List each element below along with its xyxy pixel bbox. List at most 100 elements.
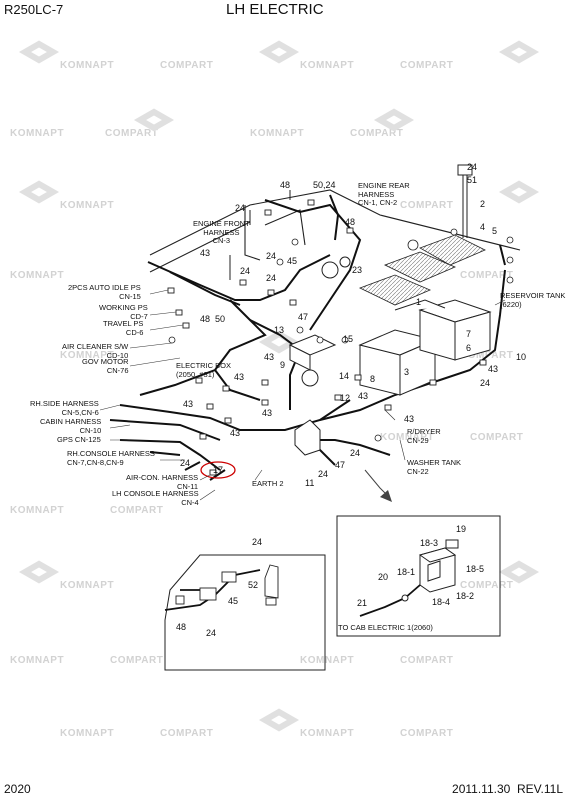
electric-box-assembly <box>288 256 351 456</box>
part-number: 5 <box>492 226 498 236</box>
part-number: 7 <box>466 329 472 339</box>
right-detail-parts <box>418 539 459 593</box>
part-number: 11 <box>305 478 315 488</box>
detail-arrow-head <box>380 490 392 502</box>
part-number: 10 <box>516 352 527 362</box>
part-number: 48 <box>176 622 187 632</box>
part-number: 6 <box>466 343 472 353</box>
part-number: 43 <box>488 364 499 374</box>
watermark-text: COMPART <box>105 128 159 139</box>
part-number: 24 <box>235 203 246 213</box>
watermark-text: KOMNAPT <box>250 128 305 139</box>
part-number: 19 <box>456 524 467 534</box>
watermark-text: COMPART <box>110 505 164 516</box>
watermark-text: COMPART <box>460 270 514 281</box>
part-number: 15 <box>343 334 354 344</box>
part-number: 52 <box>248 580 259 590</box>
part-number: 43 <box>200 248 211 258</box>
watermark-text: COMPART <box>460 350 514 361</box>
detail-cable <box>359 584 421 617</box>
rh-side-harness-label: RH.SIDE HARNESS CN-5,CN-6 <box>30 399 99 417</box>
part-number: 24 <box>180 458 191 468</box>
part-number: 43 <box>183 399 194 409</box>
watermark-text: COMPART <box>160 60 214 71</box>
watermark-text: KOMNAPT <box>380 432 435 443</box>
watermark-text: KOMNAPT <box>60 350 115 361</box>
screw-marks <box>168 228 514 442</box>
watermark-hexagons <box>18 40 540 732</box>
part-number: 47 <box>298 312 309 322</box>
gov-motor-label: GOV MOTOR CN-76 <box>82 357 129 375</box>
watermark-text: KOMNAPT <box>60 728 115 739</box>
part-number: 43 <box>230 428 241 438</box>
part-number: 43 <box>262 408 273 418</box>
watermark-text: COMPART <box>110 655 164 666</box>
part-number: 8 <box>370 374 376 384</box>
part-number: 24 <box>206 628 217 638</box>
part-number: 43 <box>264 352 275 362</box>
watermark-text: KOMNAPT <box>10 270 65 281</box>
part-number: 20 <box>378 572 389 582</box>
part-number: 18-4 <box>432 597 451 607</box>
part-number: 45 <box>228 596 239 606</box>
vertical-bolts <box>229 164 473 280</box>
cabin-harness-label: CABIN HARNESS CN-10 <box>40 417 102 435</box>
date-revision: 2011.11.30 REV.11L <box>452 782 563 796</box>
air-cleaner-label: AIR CLEANER S/W CD-10 <box>62 342 129 360</box>
part-number: 12 <box>340 393 351 403</box>
part-number: 23 <box>352 265 363 275</box>
part-number: 43 <box>358 391 369 401</box>
working-ps-label: WORKING PS CD-7 <box>99 303 148 321</box>
watermark-text: KOMNAPT <box>300 60 355 71</box>
watermark-text: COMPART <box>350 128 404 139</box>
watermark-text: KOMNAPT <box>60 580 115 591</box>
earth-2-label: EARTH 2 <box>252 479 284 488</box>
watermark-text: COMPART <box>400 60 454 71</box>
part-number: 51 <box>467 175 478 185</box>
washer-tank-label: WASHER TANK CN-22 <box>407 458 462 476</box>
to-cab-electric-label: TO CAB ELECTRIC 1(2060) <box>338 623 433 632</box>
part-number: 18-1 <box>397 567 416 577</box>
part-number: 45 <box>287 256 298 266</box>
watermark-text: KOMNAPT <box>10 655 65 666</box>
auto-idle-label: 2PCS AUTO IDLE PS CN-15 <box>68 283 141 301</box>
watermark-text: KOMNAPT <box>300 655 355 666</box>
electric-box-label: ELECTRIC BOX (2050, #31) <box>176 361 232 379</box>
part-number: 50,24 <box>313 180 336 190</box>
watermark-text: COMPART <box>470 432 524 443</box>
watermark-text: KOMNAPT <box>60 60 115 71</box>
watermark-text: COMPART <box>400 655 454 666</box>
engine-rear-harness-label: ENGINE REAR HARNESS CN-1, CN-2 <box>358 181 410 207</box>
part-number: 13 <box>274 325 285 335</box>
part-number: 48 <box>345 217 356 227</box>
watermark-text: COMPART <box>400 728 454 739</box>
part-number: 24 <box>266 251 277 261</box>
harness-lines <box>109 194 506 481</box>
part-number: 24 <box>266 273 277 283</box>
battery-boxes <box>358 299 492 396</box>
model-code: R250LC-7 <box>4 2 64 17</box>
hatched-plates <box>358 234 486 306</box>
reservoir-tank-label: RESERVOIR TANK (6220) <box>500 291 566 309</box>
left-detail-clips <box>175 564 279 606</box>
watermark-text: KOMNAPT <box>300 728 355 739</box>
part-number: 2 <box>480 199 486 209</box>
part-number: 24 <box>240 266 251 276</box>
part-number: 48 <box>280 180 291 190</box>
watermark-text: COMPART <box>400 200 454 211</box>
part-number: 9 <box>280 360 286 370</box>
part-number: 1 <box>416 297 422 307</box>
r-dryer-label: R/DRYER CN-29 <box>407 427 441 445</box>
part-number: 24 <box>467 162 478 172</box>
watermark-text: KOMNAPT <box>60 200 115 211</box>
gps-label: GPS CN-125 <box>57 435 101 444</box>
part-number: 47 <box>335 460 346 470</box>
part-number: 18-5 <box>466 564 485 574</box>
part-number: 24 <box>480 378 491 388</box>
page-title: LH ELECTRIC <box>226 1 324 18</box>
rh-console-harness-label: RH.CONSOLE HARNESS CN-7,CN-8,CN-9 <box>67 449 155 467</box>
earth-highlight <box>200 461 236 479</box>
travel-ps-label: TRAVEL PS CD-6 <box>103 319 144 337</box>
frame-lines <box>149 189 521 273</box>
